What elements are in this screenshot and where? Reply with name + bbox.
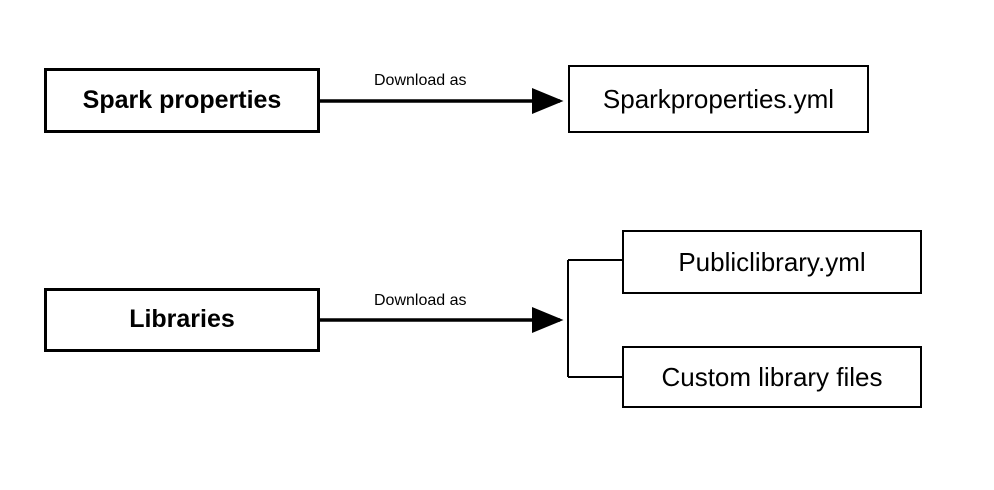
edge-label-download-as-libraries: Download as: [374, 292, 467, 310]
node-label-spark-properties: Spark properties: [82, 85, 282, 114]
branch-connector-libraries: [567, 259, 622, 378]
node-sparkproperties-yml[interactable]: Sparkproperties.yml: [568, 65, 869, 133]
node-custom-library-files[interactable]: Custom library files: [622, 346, 922, 408]
node-label-publiclibrary-yml: Publiclibrary.yml: [678, 246, 866, 277]
node-label-libraries: Libraries: [129, 305, 235, 334]
edge-label-text: Download as: [374, 292, 467, 309]
node-label-custom-library-files: Custom library files: [661, 361, 883, 392]
node-publiclibrary-yml[interactable]: Publiclibrary.yml: [622, 230, 922, 294]
node-label-sparkproperties-yml: Sparkproperties.yml: [602, 83, 835, 114]
edge-label-download-as-spark: Download as: [374, 72, 467, 90]
edge-label-text: Download as: [374, 72, 467, 89]
node-libraries[interactable]: Libraries: [44, 288, 320, 352]
node-spark-properties[interactable]: Spark properties: [44, 68, 320, 133]
